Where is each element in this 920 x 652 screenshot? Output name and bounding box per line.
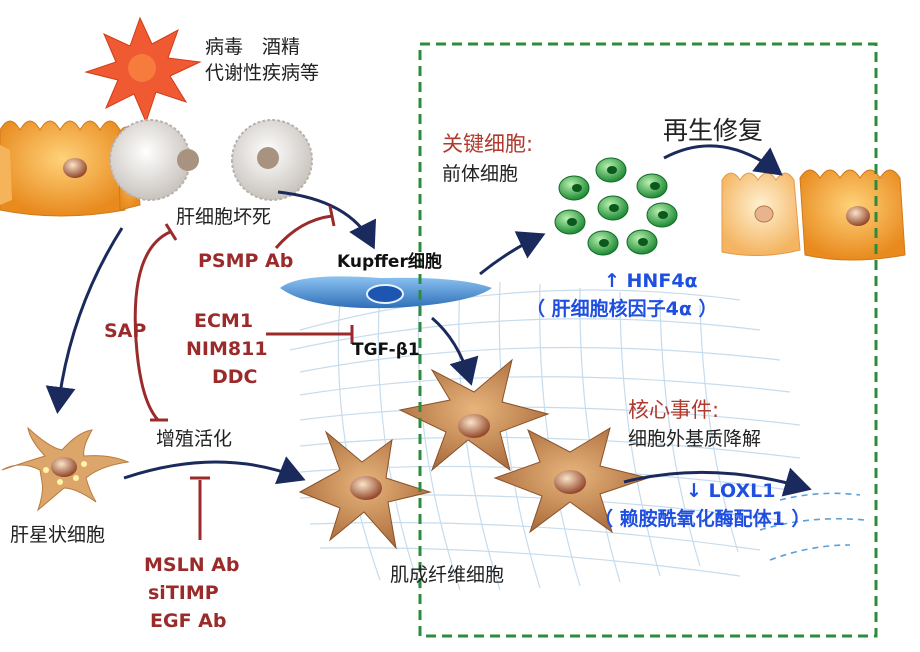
- msln-ab-label: MSLN Ab: [144, 554, 240, 576]
- hepatic-stellate-cell: [1, 426, 130, 512]
- ecm1-label: ECM1: [194, 310, 254, 332]
- hnf-marker: ↑ HNF4α: [604, 270, 698, 292]
- psmp-ab-label: PSMP Ab: [198, 250, 294, 272]
- key-cell-subtitle: 前体细胞: [442, 163, 519, 185]
- kupffer-cell: [280, 276, 492, 309]
- regenerated-hepatocytes: [721, 169, 906, 261]
- kupffer-label: Kupffer细胞: [337, 252, 442, 272]
- proliferation-activation-label: 增殖活化: [156, 428, 233, 450]
- regeneration-label: 再生修复: [663, 116, 764, 145]
- degraded-matrix: [759, 492, 866, 561]
- tgf-label: TGF-β1: [352, 340, 420, 360]
- myofibroblast-label: 肌成纤维细胞: [390, 564, 505, 586]
- activation-arrows: [45, 144, 812, 497]
- core-event-subtitle: 细胞外基质降解: [628, 428, 762, 450]
- hepatic-stellate-label: 肝星状细胞: [10, 524, 106, 546]
- egf-ab-label: EGF Ab: [150, 610, 227, 632]
- necrotic-hepatocytes: [109, 119, 314, 201]
- key-region-dashed-box: [418, 42, 878, 638]
- hnf-full: （ 肝细胞核因子4α ）: [526, 298, 718, 320]
- causes-line2: 代谢性疾病等: [205, 62, 320, 84]
- key-cell-title: 关键细胞:: [442, 132, 534, 156]
- hepatocyte-necrosis-label: 肝细胞坏死: [176, 206, 272, 228]
- ddc-label: DDC: [212, 366, 258, 388]
- core-event-title: 核心事件:: [628, 398, 720, 422]
- loxl-full: （ 赖胺酰氧化酶配体1 ）: [594, 508, 811, 530]
- loxl-marker: ↓ LOXL1: [686, 480, 776, 502]
- causes-line1: 病毒 酒精: [205, 36, 301, 58]
- inhibition-lines: [133, 205, 354, 540]
- sitimp-label: siTIMP: [148, 582, 219, 604]
- pathogen-star-icon: [84, 16, 202, 124]
- sap-label: SAP: [104, 320, 147, 342]
- myofibroblast-cells: [298, 358, 650, 550]
- nim811-label: NIM811: [186, 338, 268, 360]
- progenitor-cells: [554, 157, 678, 256]
